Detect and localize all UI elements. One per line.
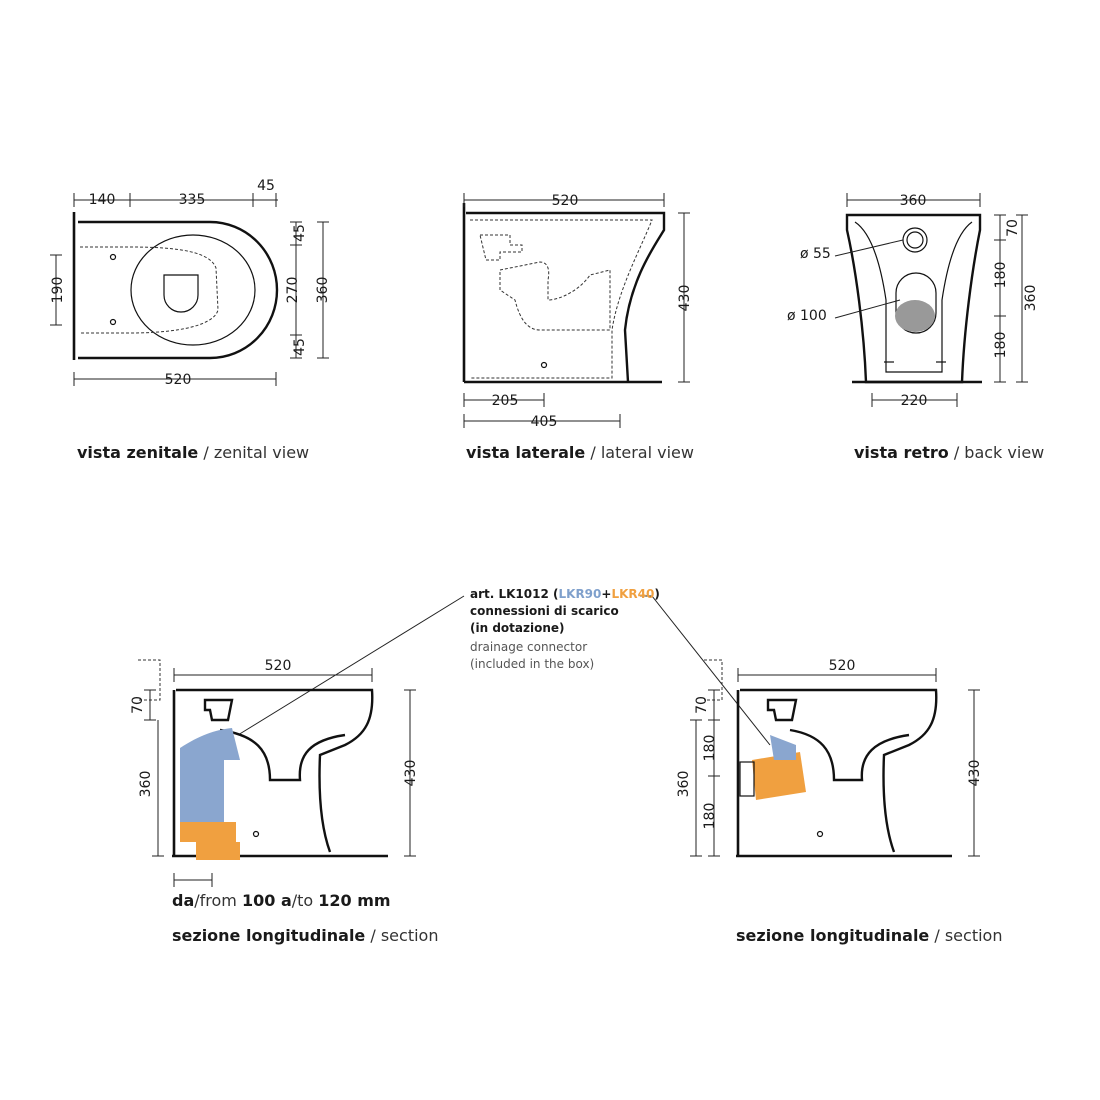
zenital-seat-ring [130, 234, 256, 346]
section1-blue-connector-lkr90 [180, 748, 224, 822]
back-dim-220: 220 [901, 393, 928, 409]
connector-leader-left [237, 595, 465, 736]
lateral-hidden-inlet [479, 234, 523, 261]
back-view: 360 ø 55 ø 100 70 180 180 360 220 vista … [787, 193, 1044, 462]
zenital-dim-45-a: 45 [292, 224, 308, 242]
section-view-1: 520 70 360 430 da/from 100 a/to 120 mm s… [130, 658, 438, 945]
zenital-dim-45-top: 45 [257, 178, 275, 194]
lateral-dim-205: 205 [492, 393, 519, 409]
connector-line-5: (included in the box) [470, 657, 594, 671]
section1-dim-520: 520 [265, 658, 292, 674]
lateral-view: 520 430 205 405 vista laterale / lateral… [462, 193, 694, 462]
section2-dim-180-a: 180 [702, 735, 718, 762]
zenital-drain-opening [163, 274, 199, 313]
section1-dim-70: 70 [130, 696, 146, 714]
back-dim-180-a: 180 [993, 262, 1009, 289]
connector-note: art. LK1012 (LKR90+LKR40) connessioni di… [237, 587, 771, 746]
connector-line-3: (in dotazione) [470, 621, 565, 635]
back-dim-diameter-55: ø 55 [800, 246, 831, 262]
connector-line-2: connessioni di scarico [470, 604, 619, 618]
section2-outline [740, 688, 938, 853]
section2-blue-connector-lkr90 [770, 735, 796, 760]
zenital-dim-520: 520 [165, 372, 192, 388]
zenital-view: 140 335 45 190 45 270 45 360 520 vista z… [50, 178, 331, 462]
back-dim-180-b: 180 [993, 332, 1009, 359]
zenital-caption: vista zenitale / zenital view [77, 443, 309, 462]
lateral-hidden-trap [499, 261, 611, 331]
back-outline [845, 213, 982, 384]
section1-caption: sezione longitudinale / section [172, 926, 438, 945]
back-inner-shell [854, 221, 973, 373]
section2-orange-connector-lkr40 [752, 752, 806, 800]
back-outlet-frame [895, 272, 937, 334]
back-dim-360-right: 360 [1023, 285, 1039, 312]
lateral-caption: vista laterale / lateral view [466, 443, 694, 462]
section2-dim-180-b: 180 [702, 803, 718, 830]
connector-line-4: drainage connector [470, 640, 587, 654]
section2-dim-520: 520 [829, 658, 856, 674]
lateral-dim-405: 405 [531, 414, 558, 430]
lateral-dim-520: 520 [552, 193, 579, 209]
section1-dim-430: 430 [403, 760, 419, 787]
section2-dim-70: 70 [694, 696, 710, 714]
zenital-dim-140: 140 [89, 192, 116, 208]
connector-leader-right [651, 595, 771, 746]
zenital-dim-45-b: 45 [292, 338, 308, 356]
lateral-outline [466, 211, 666, 383]
section-view-2: 520 70 180 180 360 430 sezione longitudi… [676, 658, 1002, 945]
connector-article: art. LK1012 (LKR90+LKR40) [470, 587, 660, 601]
section2-inlet [766, 698, 798, 722]
lateral-dim-430: 430 [677, 285, 693, 312]
back-caption: vista retro / back view [854, 443, 1044, 462]
zenital-fixing-hole-top [109, 253, 117, 261]
zenital-outline [78, 220, 279, 360]
section1-bowl [219, 728, 346, 782]
section2-caption: sezione longitudinale / section [736, 926, 1002, 945]
lateral-fixing-hole [540, 361, 548, 369]
zenital-dim-270: 270 [285, 277, 301, 304]
zenital-fixing-hole-bottom [109, 318, 117, 326]
section1-inlet [203, 698, 234, 722]
zenital-dim-335: 335 [179, 192, 206, 208]
section2-dim-430: 430 [967, 760, 983, 787]
section1-dim-360: 360 [138, 771, 154, 798]
section2-bowl [789, 728, 910, 782]
zenital-dim-360: 360 [315, 277, 331, 304]
section1-cistern-ghost [138, 659, 161, 701]
zenital-dim-190: 190 [50, 277, 66, 304]
section2-cistern-ghost [704, 659, 723, 701]
lateral-hidden-shell [470, 219, 653, 379]
section1-orange-connector-lkr40 [180, 822, 236, 842]
section1-range-label: da/from 100 a/to 120 mm [172, 891, 391, 910]
section2-dim-360: 360 [676, 771, 692, 798]
section1-outline [176, 688, 374, 853]
back-dim-360: 360 [900, 193, 927, 209]
back-dim-70: 70 [1005, 219, 1021, 237]
back-dim-diameter-100: ø 100 [787, 308, 827, 324]
zenital-hidden-bowl [80, 246, 219, 334]
back-outlet-100 [895, 300, 935, 332]
